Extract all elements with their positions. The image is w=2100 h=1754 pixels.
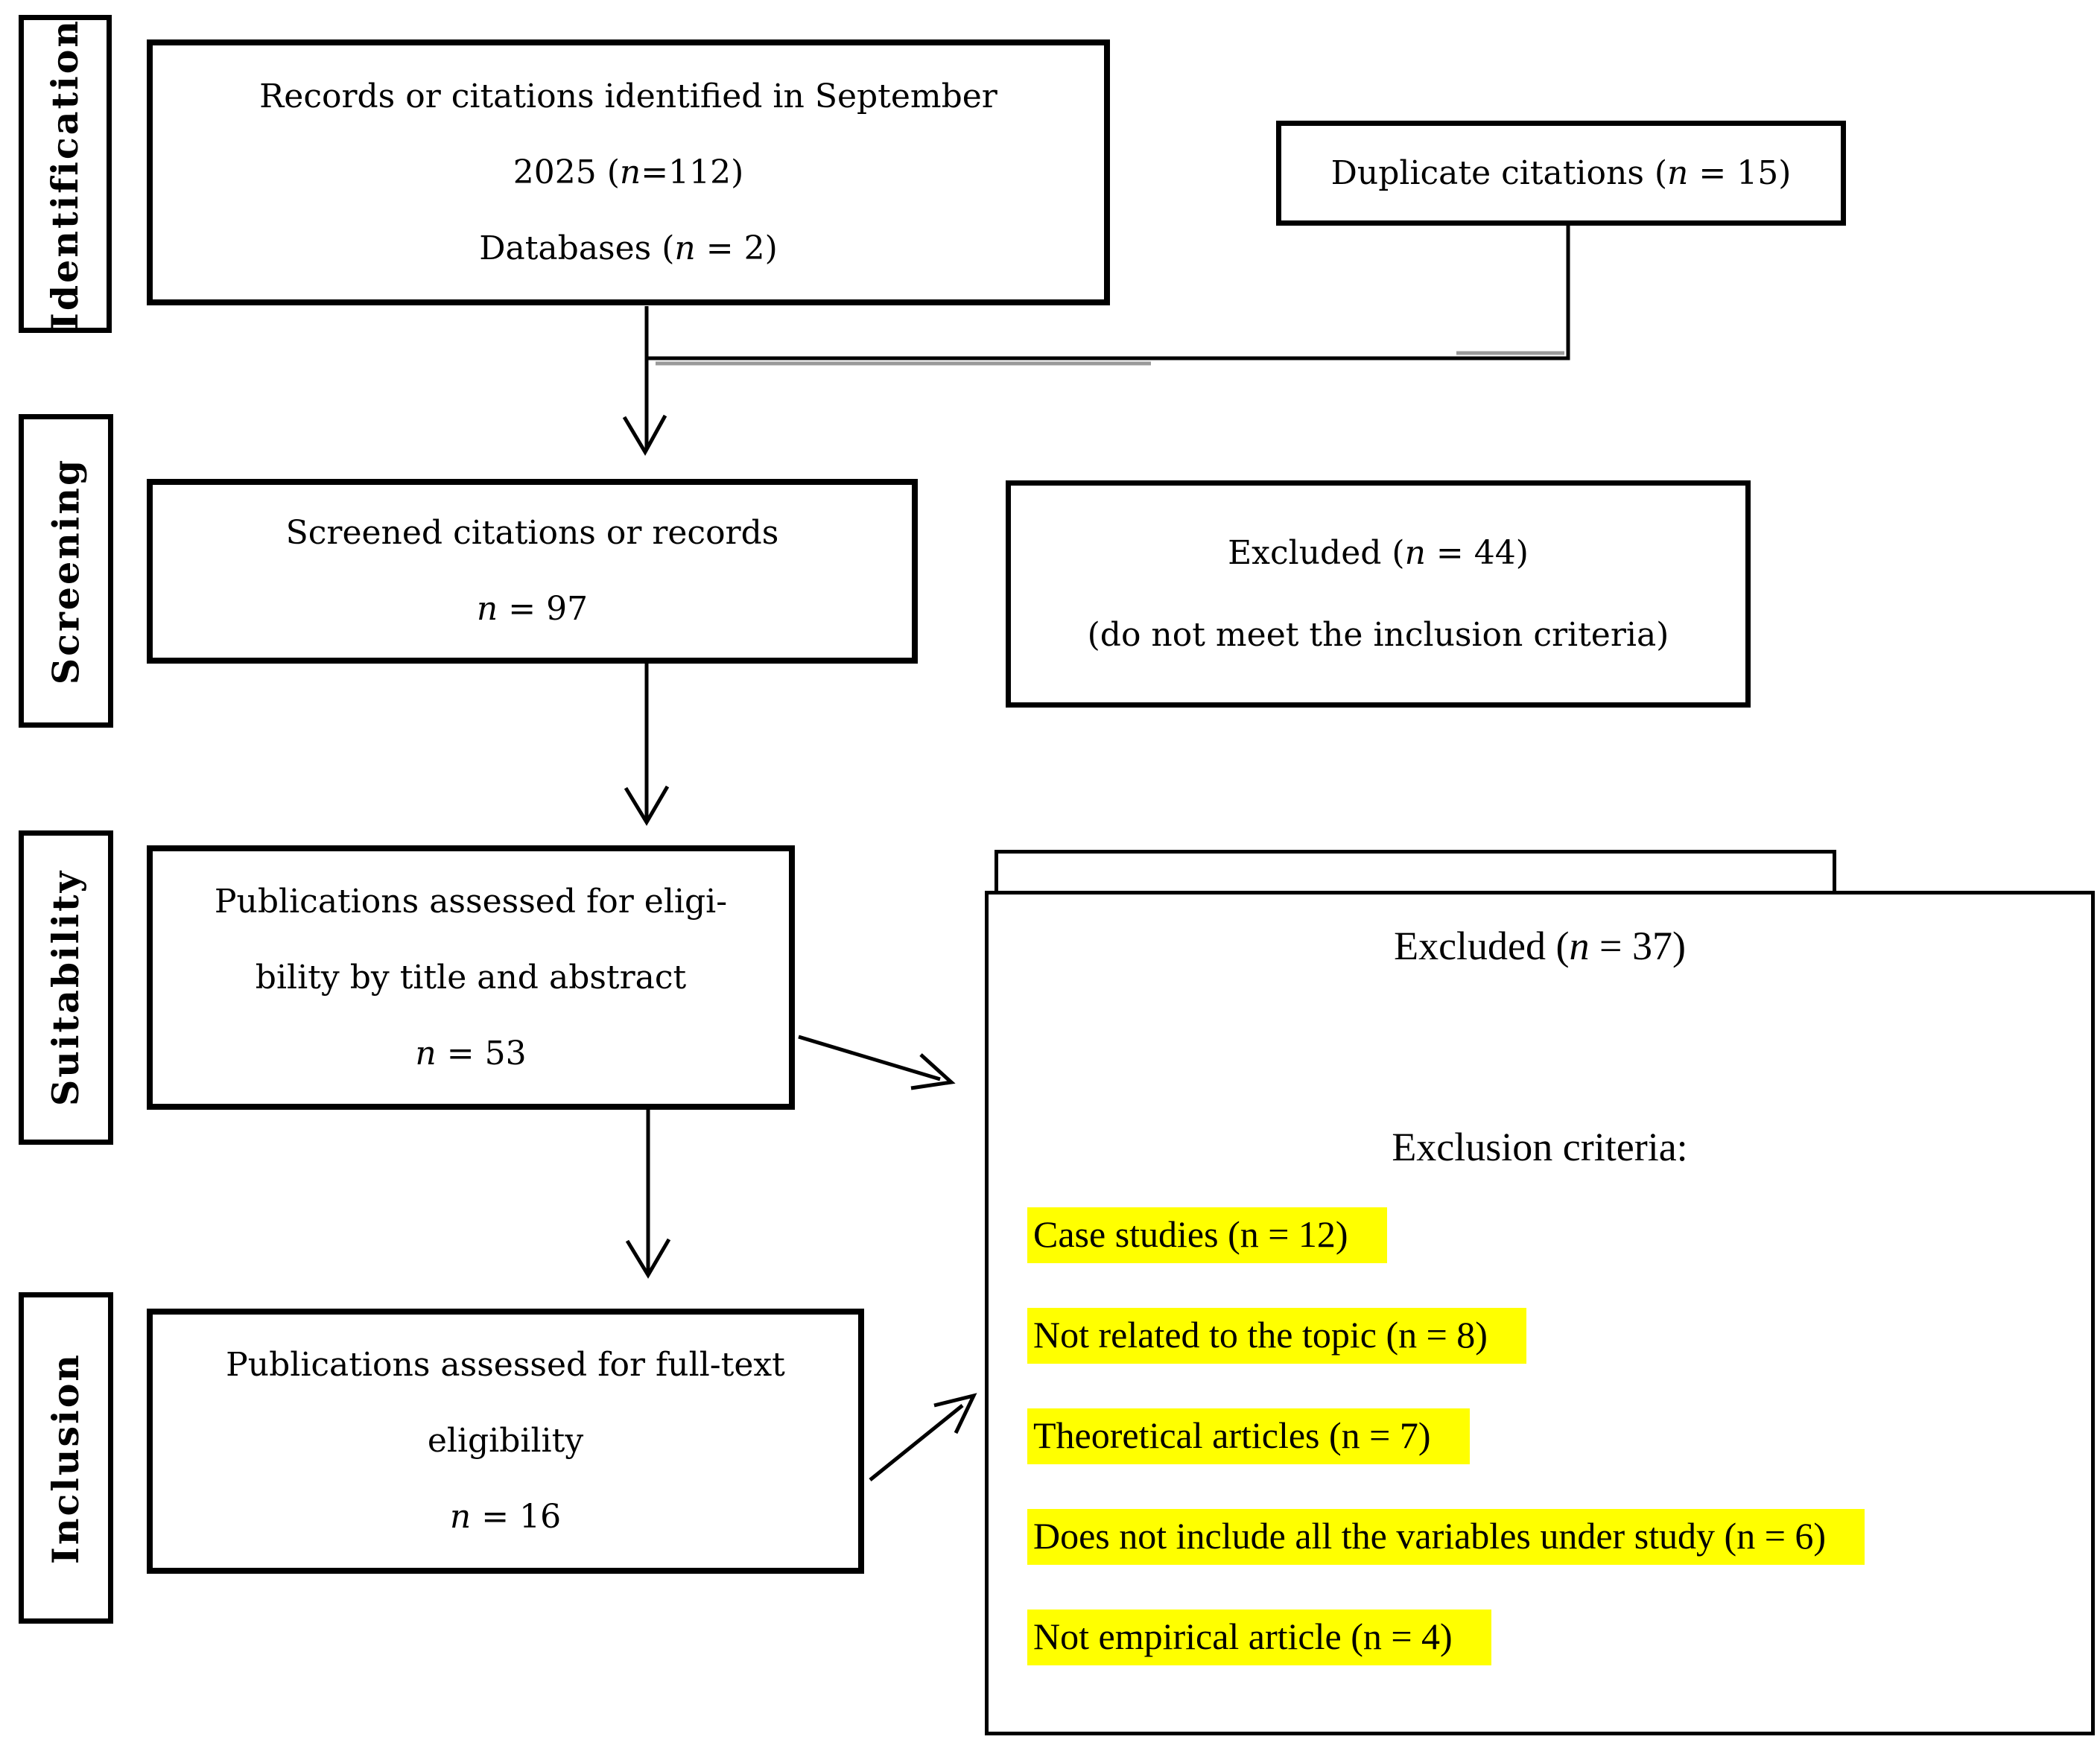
assessed-title-abstract-box: Publications assessed for eligi- bility … <box>147 845 795 1110</box>
stage-label-suitability-text: Suitability <box>44 868 88 1107</box>
arrowhead-down-3 <box>625 1238 671 1279</box>
excluded-screening-box: Excluded (n = 44) (do not meet the inclu… <box>1006 480 1751 708</box>
duplicate-citations-text: Duplicate citations (n = 15) <box>1330 153 1792 192</box>
duplicates-elbow-connector <box>647 226 1570 360</box>
stage-label-identification-text: Identification <box>43 18 87 330</box>
screened-citations-box: Screened citations or records n = 97 <box>147 479 918 664</box>
arrowhead-diag-2 <box>933 1393 977 1434</box>
criterion-not-empirical: Not empirical article (n = 4) <box>1027 1610 1491 1665</box>
excluded-suitability-title: Excluded (n = 37) <box>1394 924 1686 968</box>
assessed-full-text-box: Publications assessed for full-text elig… <box>147 1309 864 1574</box>
stage-label-suitability: Suitability <box>19 830 113 1145</box>
criterion-not-related: Not related to the topic (n = 8) <box>1027 1308 1526 1364</box>
screened-citations-line-2: n = 97 <box>476 590 589 628</box>
excluded-screening-line-1: Excluded (n = 44) <box>1228 533 1529 572</box>
arrow-suitability-excluded-line <box>798 1035 941 1081</box>
assessed-title-abstract-line-3: n = 53 <box>415 1034 527 1073</box>
assessed-full-text-line-1: Publications assessed for full-text <box>226 1346 785 1384</box>
screened-citations-line-1: Screened citations or records <box>285 514 779 552</box>
stage-label-inclusion: Inclusion <box>19 1292 113 1624</box>
records-identified-line-3: Databases (n = 2) <box>479 229 778 267</box>
assessed-full-text-line-3: n = 16 <box>449 1498 562 1536</box>
stage-label-screening-text: Screening <box>44 457 88 684</box>
criterion-case-studies: Case studies (n = 12) <box>1027 1207 1387 1263</box>
arrowhead-diag-1 <box>910 1053 956 1090</box>
stage-label-screening: Screening <box>19 414 113 728</box>
stage-label-inclusion-text: Inclusion <box>44 1352 88 1564</box>
records-identified-line-1: Records or citations identified in Septe… <box>259 77 997 115</box>
duplicate-citations-box: Duplicate citations (n = 15) <box>1276 121 1846 226</box>
exclusion-criteria-heading: Exclusion criteria: <box>1392 1125 1688 1169</box>
excluded-screening-line-2: (do not meet the inclusion criteria) <box>1087 615 1669 654</box>
excluded-suitability-box: Excluded (n = 37) Exclusion criteria: Ca… <box>985 891 2095 1735</box>
criterion-theoretical: Theoretical articles (n = 7) <box>1027 1408 1470 1464</box>
records-identified-line-2: 2025 (n=112) <box>513 153 744 191</box>
criterion-missing-variables: Does not include all the variables under… <box>1027 1509 1865 1565</box>
exclusion-criteria-list: Case studies (n = 12) Not related to the… <box>1027 1207 2069 1710</box>
arrow-inclusion-excluded-line <box>869 1404 964 1481</box>
arrowhead-down-1 <box>622 414 667 457</box>
arrowhead-down-2 <box>624 785 670 826</box>
records-identified-box: Records or citations identified in Septe… <box>147 39 1110 305</box>
assessed-title-abstract-line-1: Publications assessed for eligi- <box>214 882 728 921</box>
stage-label-identification: Identification <box>19 15 112 333</box>
assessed-title-abstract-line-2: bility by title and abstract <box>255 958 687 997</box>
assessed-full-text-line-2: eligibility <box>427 1422 584 1460</box>
